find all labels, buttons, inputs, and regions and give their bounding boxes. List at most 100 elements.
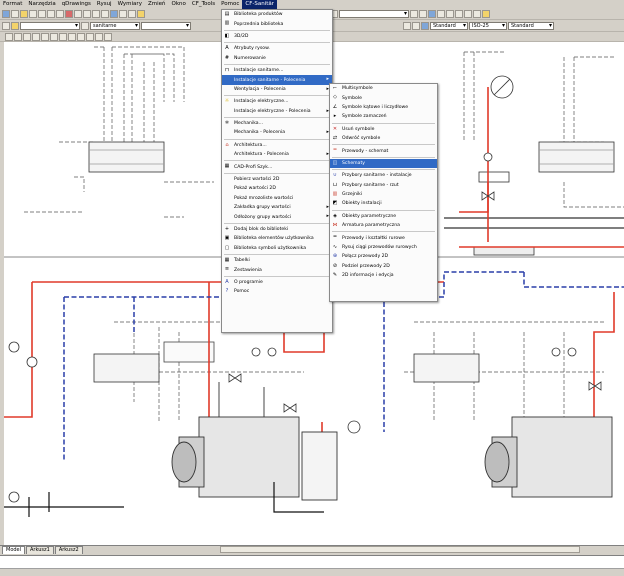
main_menu-item-8[interactable]: ⊓Instalacje sanitarne... [222,66,332,75]
sub_menu-item-6[interactable]: ⇄Odwróć symbole [330,134,437,143]
menu-6[interactable]: Okno [171,1,186,7]
sub_menu-item-2[interactable]: ∠Symbole kątowe i liczydłowe [330,103,437,112]
linetype-combo[interactable] [141,22,191,30]
text-icon[interactable] [410,10,418,18]
help-icon[interactable] [137,10,145,18]
tab-2[interactable]: Arkusz2 [54,546,83,554]
undo-icon[interactable] [65,10,73,18]
menu-2[interactable]: qDrawings [61,1,91,7]
new-file-icon[interactable] [2,10,10,18]
block-icon[interactable] [464,10,472,18]
main_menu-item-27[interactable]: Odłożony grupy wartości▸ [222,212,332,221]
sub_menu-item-22[interactable]: ⊕Połącz przewody 2D [330,252,437,261]
sub_menu-item-5[interactable]: ✕Usuń symbole [330,125,437,134]
main_menu-item-30[interactable]: ▣Biblioteka elementów użytkownika [222,234,332,243]
main_menu-item-15[interactable]: ✱Mechanika... [222,119,332,128]
sub_menu-item-15[interactable]: ◩Obiekty instalacji [330,199,437,208]
fillet-icon[interactable] [104,32,112,41]
properties-icon[interactable] [110,10,118,18]
layer-combo[interactable] [20,22,80,30]
main_menu-item-29[interactable]: +Dodaj blok do biblioteki [222,225,332,234]
extend-icon[interactable] [95,32,103,41]
tab-0[interactable]: Model [2,546,26,554]
main_menu-item-21[interactable]: ▦CAD-Profi Szyk... [222,162,332,171]
sub_menu-item-21[interactable]: ∿Rysuj ciągi przewodów rurowych [330,243,437,252]
dim-icon[interactable] [428,10,436,18]
copy-icon[interactable] [47,10,55,18]
style-combo[interactable]: Standard [430,22,468,30]
menu-1[interactable]: Narzędzia [28,1,56,7]
line-icon[interactable] [5,32,13,41]
menu-9[interactable]: CF-Sanitär [242,0,278,9]
mtext-icon[interactable] [419,10,427,18]
table-tool-icon[interactable] [446,10,454,18]
main_menu-item-25[interactable]: Pokaż mrozoliste wartości [222,194,332,203]
sub_menu-item-3[interactable]: ▸Symbole zamaczeń [330,112,437,121]
main_menu-item-24[interactable]: Pokaż wartości 2D [222,184,332,193]
main_menu-item-6[interactable]: #Numerowanie [222,54,332,63]
insert-icon[interactable] [473,10,481,18]
main_menu-item-3[interactable]: ◧3D/2D [222,32,332,41]
main_menu-item-9[interactable]: Instalacje sanitarne - Polecenia▸ [222,75,332,85]
textstyle-combo[interactable] [339,10,409,18]
main_menu-item-19[interactable]: Architektura - Polecenia▸ [222,150,332,159]
main_menu-item-26[interactable]: Zakładka grupy wartości▸ [222,203,332,212]
paste-icon[interactable] [56,10,64,18]
tab-1[interactable]: Arkusz1 [26,546,54,554]
snap-toggle-icon[interactable] [403,22,411,30]
menu-4[interactable]: Wymiary [117,1,142,7]
cut-icon[interactable] [38,10,46,18]
dimstyle-combo[interactable]: ISO-25 [469,22,507,30]
arc-icon[interactable] [32,32,40,41]
sub_menu-item-14[interactable]: ▥Grzejniki [330,190,437,199]
main_menu-item-13[interactable]: Instalacje elektryczne - Polecenia▸ [222,107,332,116]
main_menu-item-37[interactable]: ?Pomoc [222,287,332,296]
menu-3[interactable]: Rysuj [96,1,112,7]
layer-prev-icon[interactable] [81,22,89,30]
sub_menu-item-23[interactable]: ⊘Podziel przewody 2D [330,262,437,271]
layer-manager-icon[interactable] [2,22,10,30]
sub_menu-item-18[interactable]: ⋈Armatura parametryczna [330,221,437,230]
matchprop-icon[interactable] [128,10,136,18]
horizontal-scrollbar[interactable] [220,546,580,553]
main_menu-item-1[interactable]: ▥Poprzednia biblioteka [222,19,332,28]
circle-icon[interactable] [23,32,31,41]
tablestyle-combo[interactable]: Standard [508,22,554,30]
menu-0[interactable]: Format [3,1,23,7]
mirror-icon[interactable] [68,32,76,41]
main_menu-item-31[interactable]: ▢Biblioteka symboli użytkownika [222,244,332,253]
move-icon[interactable] [50,32,58,41]
zoom-icon[interactable] [92,10,100,18]
open-file-icon[interactable] [11,10,19,18]
print-icon[interactable] [29,10,37,18]
main_menu-item-18[interactable]: ⌂Architektura... [222,141,332,150]
sub_menu-item-10[interactable]: ◫Schematy [330,158,437,169]
main_menu-item-0[interactable]: ▤Biblioteka produktów [222,10,332,19]
sub_menu-item-24[interactable]: ✎2D informacje i edycja [330,271,437,280]
pan-icon[interactable] [83,10,91,18]
rectangle-icon[interactable] [41,32,49,41]
calc-icon[interactable] [421,22,429,30]
measure-icon[interactable] [412,22,420,30]
layers-icon[interactable] [119,10,127,18]
leader-icon[interactable] [437,10,445,18]
hatch-icon[interactable] [455,10,463,18]
layer-state-icon[interactable] [11,22,19,30]
trim-icon[interactable] [86,32,94,41]
menu-7[interactable]: CF_Tools [191,1,216,7]
menu-5[interactable]: Zmień [147,1,166,7]
save-icon[interactable] [20,10,28,18]
main_menu-item-33[interactable]: ▦Tabelki [222,256,332,265]
sub_menu-item-0[interactable]: ⌐Multisymbole [330,84,437,93]
sub_menu-item-1[interactable]: ◇Symbole [330,93,437,102]
main_menu-item-34[interactable]: ≡Zestawienia [222,265,332,274]
color-combo[interactable]: sanitarne [90,22,140,30]
main_menu-item-12[interactable]: ☼Instalacje elektryczne... [222,97,332,106]
main_menu-item-10[interactable]: Wentylacja - Polecenia▸ [222,85,332,94]
main_menu-item-16[interactable]: Mechanika - Polecenia▸ [222,128,332,137]
sub_menu-item-13[interactable]: ⊔Przybory sanitarne - rzut [330,181,437,190]
zoom-window-icon[interactable] [101,10,109,18]
lock-icon[interactable] [482,10,490,18]
